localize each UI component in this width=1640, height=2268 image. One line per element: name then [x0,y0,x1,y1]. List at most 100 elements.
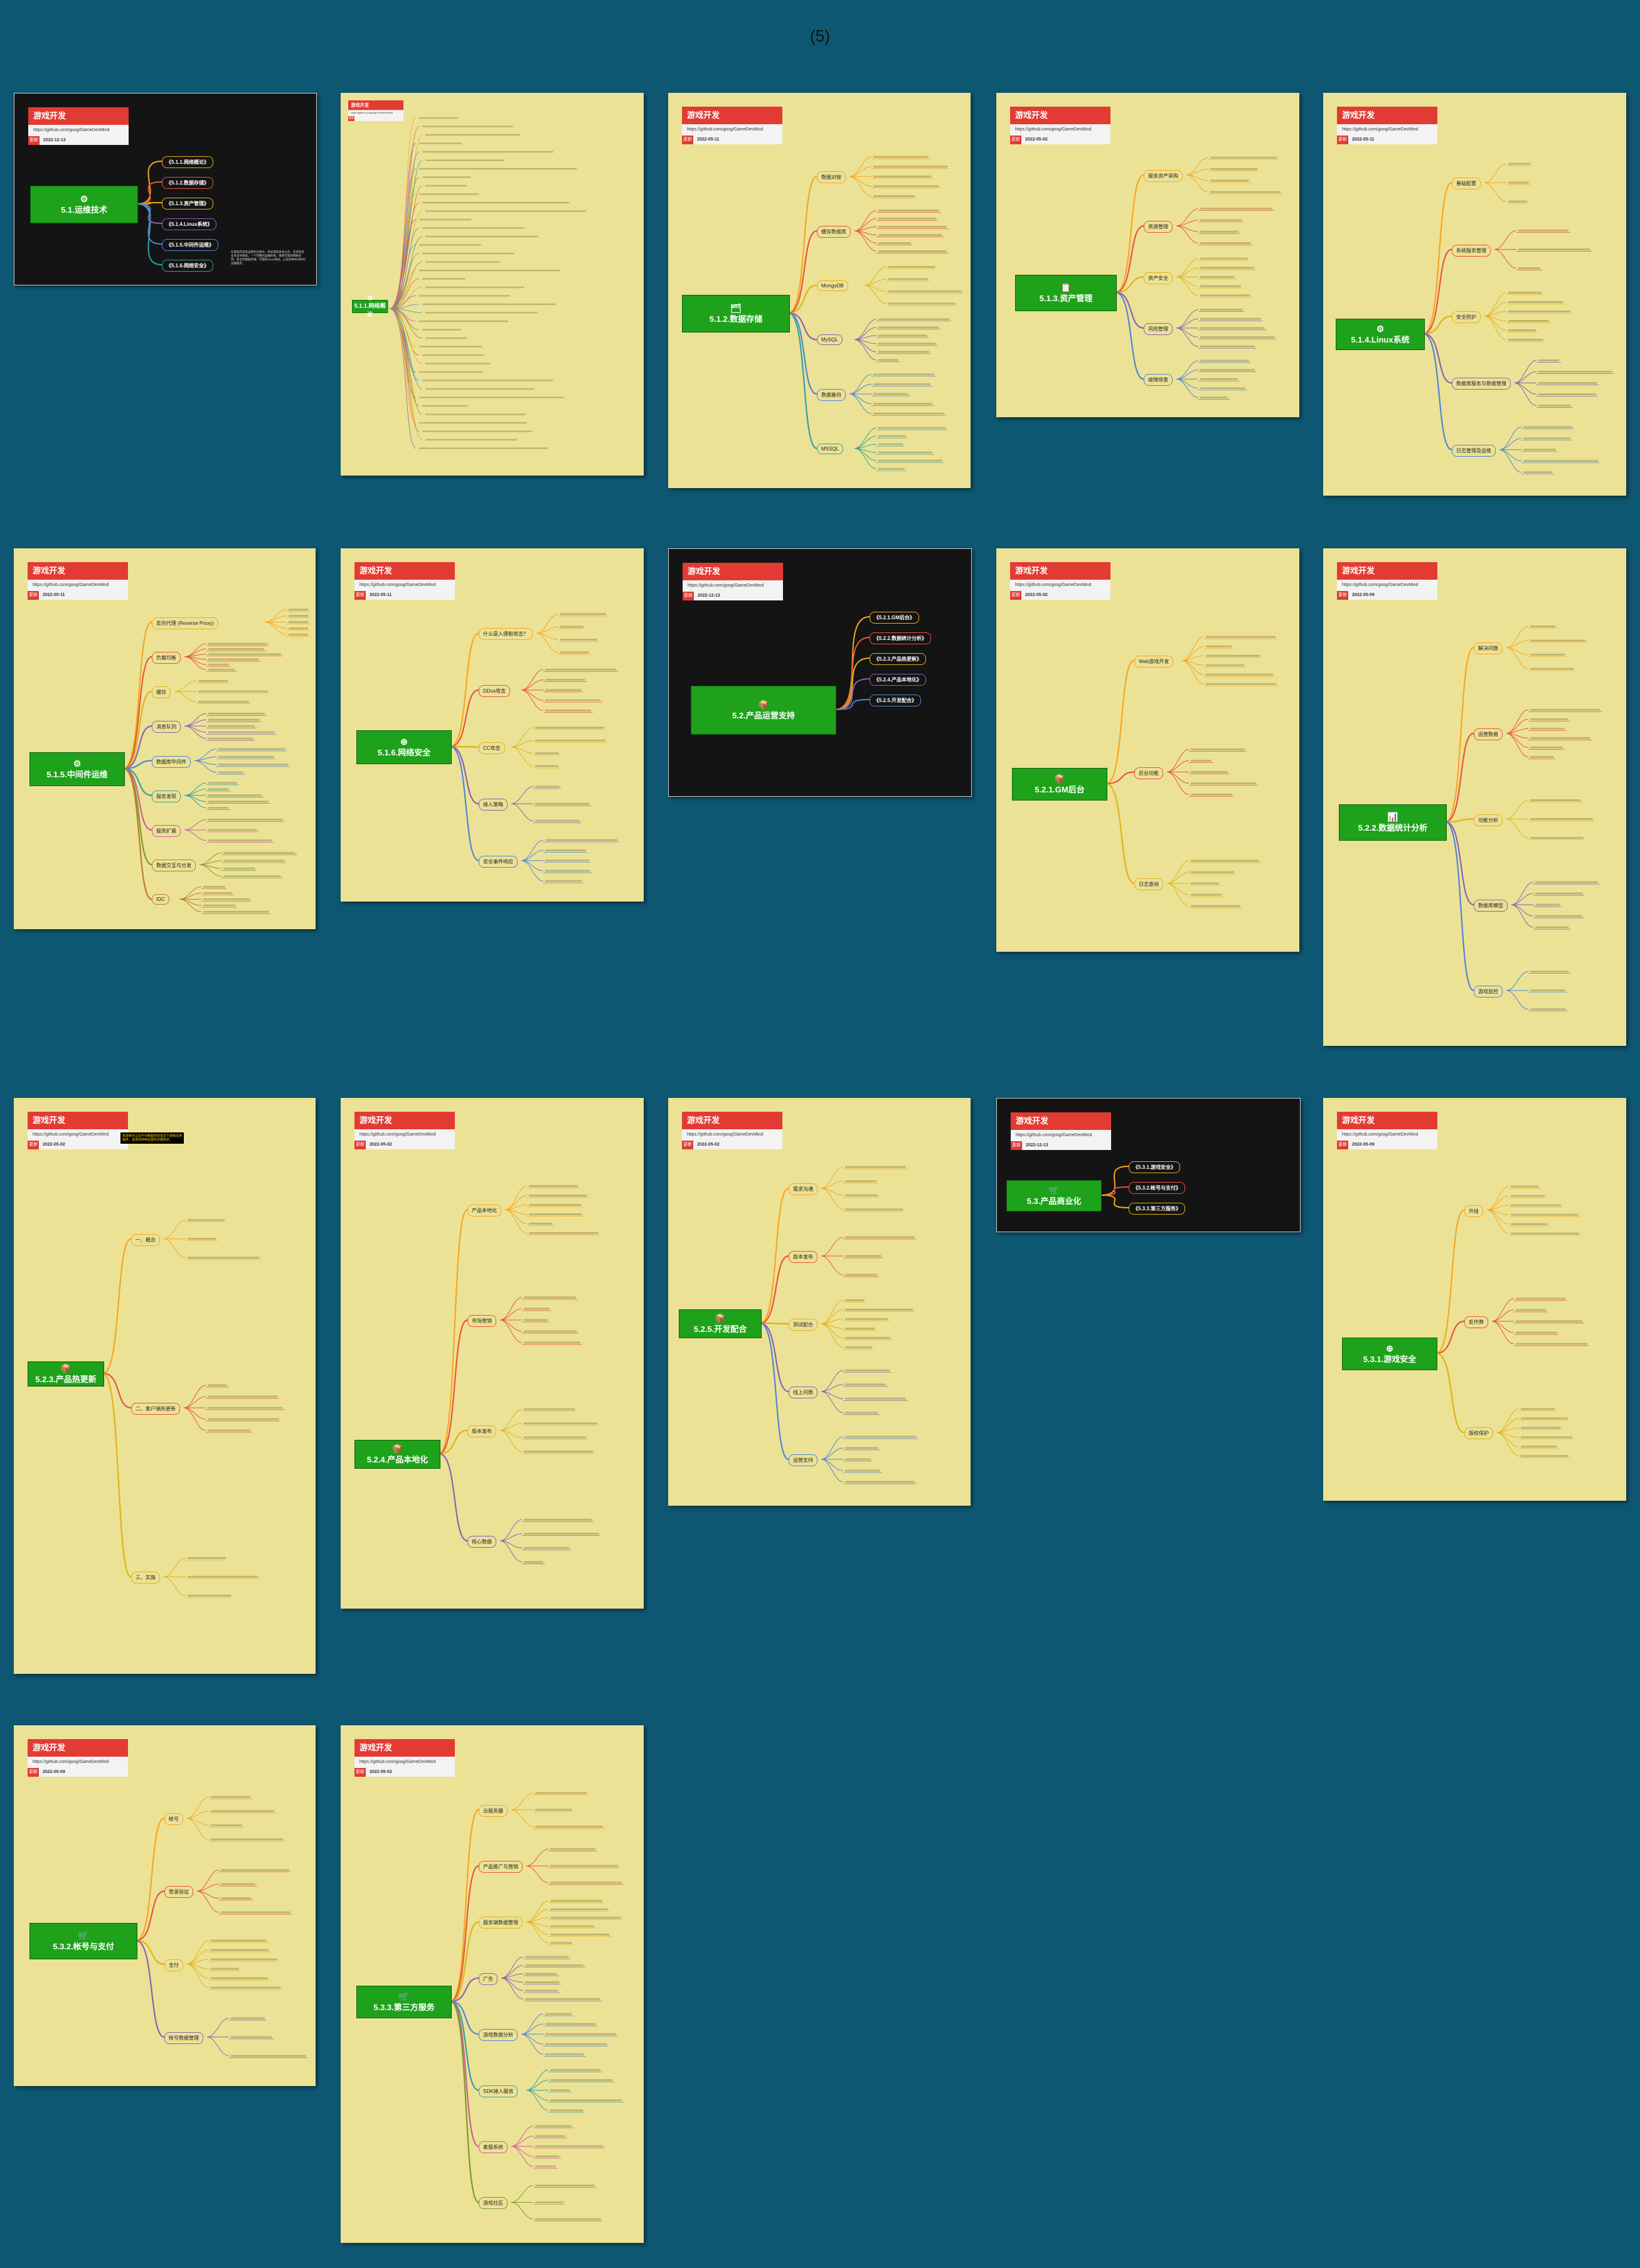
branch-node[interactable]: 云服务器 [479,1804,508,1817]
branch-node[interactable]: 安全防护 [1452,311,1481,323]
branch-node[interactable]: MySQL [817,334,843,346]
root-node[interactable]: 🗂5.1.2.数据存储 [682,295,790,333]
root-node[interactable]: 🛒5.3.2.帐号与支付 [29,1923,137,1959]
root-node[interactable]: 📦5.2.5.开发配合 [679,1309,762,1338]
branch-link[interactable]: 《5.3.3.第三方服务》 [1129,1203,1186,1215]
branch-node[interactable]: 负载均衡 [152,651,181,664]
branch-node[interactable]: 故障排查 [1144,374,1173,386]
branch-node[interactable]: 测试配合 [789,1319,817,1331]
branch-node[interactable]: 需求沟通 [789,1183,817,1195]
branch-node[interactable]: 运营支持 [789,1454,817,1466]
branch-node[interactable]: 游戏社区 [479,2197,508,2210]
root-node[interactable]: ⊕5.3.1.游戏安全 [1342,1338,1437,1370]
branch-node[interactable]: 客服系统 [479,2141,508,2153]
branch-link[interactable]: 《5.3.2.帐号与支付》 [1129,1182,1186,1194]
root-node[interactable]: ⚙5.1.5.中间件运维 [29,752,125,786]
root-node[interactable]: 📦5.2.1.GM后台 [1012,768,1107,801]
branch-node[interactable]: 核心数据 [467,1536,496,1548]
header-url[interactable]: https://github.com/goog/GameDevMind [354,1757,455,1768]
branch-node[interactable]: 游戏监控 [1474,985,1503,998]
branch-node[interactable]: 版本发布 [467,1425,496,1437]
branch-link[interactable]: 《5.1.3.资产管理》 [162,198,214,210]
branch-node[interactable]: 运营数据 [1474,728,1503,740]
header-url[interactable]: https://github.com/goog/GameDevMind [1337,580,1437,591]
branch-node[interactable]: 风险管理 [1144,322,1173,335]
branch-node[interactable]: 功能分析 [1474,814,1503,826]
branch-node[interactable]: 数据对接 [817,171,846,184]
branch-node[interactable]: 数据库模型 [1474,900,1508,912]
branch-node[interactable]: 帐号 [164,1813,183,1826]
header-url[interactable]: https://github.com/goog/GameDevMind [1337,1129,1437,1141]
branch-node[interactable]: 日志管理及运维 [1452,444,1496,457]
branch-node[interactable]: 一、概念 [131,1233,160,1246]
branch-node[interactable]: 支付 [164,1959,183,1971]
header-url[interactable]: https://github.com/goog/GameDevMind [354,580,455,591]
root-node[interactable]: ⊕5.1.6.网络安全 [356,730,452,764]
branch-node[interactable]: 版本发布 [789,1251,817,1263]
branch-link[interactable]: 《5.1.4.Linux系统》 [162,218,217,230]
branch-node[interactable]: 三、实施 [131,1572,160,1584]
header-url[interactable]: https://github.com/goog/GameDevMind [683,580,783,592]
branch-node[interactable]: 服务资产采购 [1144,169,1183,182]
branch-node[interactable]: 基础配置 [1452,178,1481,190]
header-url[interactable]: https://github.com/goog/GameDevMind [1010,124,1110,136]
root-node[interactable]: ⚙5.1.1.网络概论 [352,295,388,317]
branch-node[interactable]: 数据库服务与数据管理 [1452,378,1511,390]
header-url[interactable]: https://github.com/goog/GameDevMind [1011,1130,1111,1141]
branch-node[interactable]: 反作弊 [1464,1316,1488,1328]
branch-link[interactable]: 《5.1.2.数据存储》 [162,177,214,189]
branch-node[interactable]: 缓存数据库 [817,226,851,238]
header-url[interactable]: https://github.com/goog/GameDevMind [348,110,403,117]
root-node[interactable]: 📦5.2.3.产品热更新 [28,1361,104,1387]
branch-node[interactable]: 缓存 [152,686,171,699]
header-url[interactable]: https://github.com/goog/GameDevMind [1010,580,1110,591]
branch-node[interactable]: DDos攻击 [479,684,511,697]
branch-node[interactable]: 游戏数据分析 [479,2029,518,2042]
root-node[interactable]: 📦5.2.4.产品本地化 [354,1440,440,1469]
branch-node[interactable]: MSSQL [817,443,844,454]
header-url[interactable]: https://github.com/goog/GameDevMind [1337,124,1437,136]
branch-node[interactable]: 服务扩展 [152,824,181,837]
branch-link[interactable]: 《5.2.4.产品本地化》 [870,674,927,686]
branch-node[interactable]: 消息队列 [152,721,181,733]
branch-node[interactable]: 数据备份 [817,389,846,401]
branch-node[interactable]: 反向代理 (Reverse Proxy) [152,617,219,629]
branch-node[interactable]: 版权保护 [1464,1427,1493,1440]
branch-node[interactable]: 系统服务管理 [1452,244,1491,257]
root-node[interactable]: ⚙5.1.运维技术 [30,186,138,223]
root-node[interactable]: 🛒5.3.3.第三方服务 [356,1986,452,2018]
branch-node[interactable]: 产品本地化 [467,1205,501,1217]
root-node[interactable]: 📊5.2.2.数据统计分析 [1339,804,1447,841]
header-url[interactable]: https://github.com/goog/GameDevMind [28,1757,128,1768]
branch-node[interactable]: CC攻击 [479,742,505,754]
branch-node[interactable]: 外挂 [1464,1205,1483,1217]
branch-node[interactable]: 接入策略 [479,799,508,811]
branch-node[interactable]: 什么是入侵和攻击？ [479,628,533,641]
branch-link[interactable]: 《5.3.1.游戏安全》 [1129,1161,1181,1173]
branch-node[interactable]: MongoDB [817,280,848,291]
branch-node[interactable]: 资源管理 [1144,221,1173,233]
branch-link[interactable]: 《5.1.5.中间件运维》 [162,239,219,251]
root-node[interactable]: 📦5.2.产品运营支持 [691,686,836,735]
branch-node[interactable]: 登录验证 [164,1886,193,1898]
branch-node[interactable]: 数据库中间件 [152,755,191,768]
header-url[interactable]: https://github.com/goog/GameDevMind [354,1129,455,1141]
branch-link[interactable]: 《5.2.2.数据统计分析》 [870,632,932,644]
branch-node[interactable]: Web游戏开发 [1134,655,1174,668]
branch-node[interactable]: 资产安全 [1144,272,1173,284]
header-url[interactable]: https://github.com/goog/GameDevMind [28,1129,128,1141]
root-node[interactable]: 🛒5.3.产品商业化 [1006,1180,1102,1211]
